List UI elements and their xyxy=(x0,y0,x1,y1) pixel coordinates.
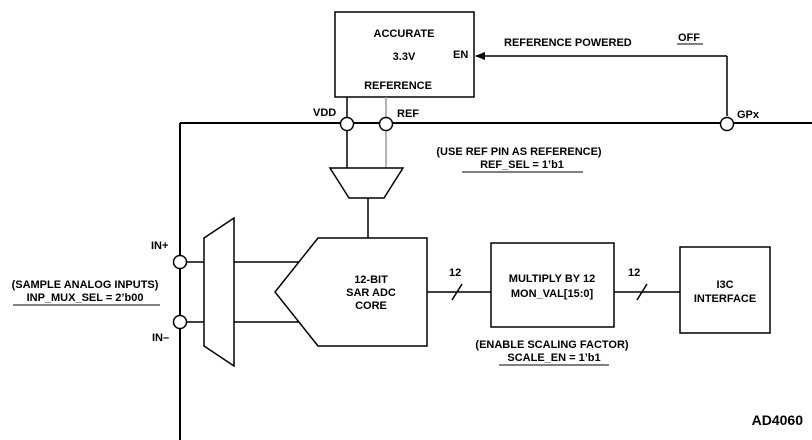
ref-pin xyxy=(378,116,394,132)
reference-line3: REFERENCE xyxy=(364,80,432,92)
reference-powered-label: REFERENCE POWERED xyxy=(504,37,632,49)
chip-outline xyxy=(179,122,812,440)
in-plus-pin xyxy=(172,254,188,270)
multiplier-line1: MULTIPLY BY 12 xyxy=(509,273,595,285)
scale-note: (ENABLE SCALING FACTOR) xyxy=(475,339,629,351)
in-minus-pin xyxy=(172,314,188,330)
bus2-slash xyxy=(636,283,648,301)
reference-line2: 3.3V xyxy=(393,51,416,63)
in-plus-label: IN+ xyxy=(151,240,168,252)
vdd-label: VDD xyxy=(313,107,336,119)
reference-block xyxy=(334,11,475,98)
chip-name: AD4060 xyxy=(752,412,804,428)
adc-line1: 12-BIT xyxy=(354,274,388,286)
adc-line3: CORE xyxy=(355,300,387,312)
i3c-line2: INTERFACE xyxy=(694,293,756,305)
en-pin-label: EN xyxy=(453,49,468,61)
gpx-label: GPx xyxy=(737,109,760,121)
inp-sel-label: INP_MUX_SEL = 2’b00 xyxy=(27,292,144,304)
ref-label: REF xyxy=(397,108,419,120)
vdd-pin xyxy=(339,116,355,132)
reference-state-label: OFF xyxy=(678,32,700,44)
ref-note: (USE REF PIN AS REFERENCE) xyxy=(436,146,602,158)
multiplier-block xyxy=(490,242,615,328)
reference-line1: ACCURATE xyxy=(374,28,435,40)
reference-mux xyxy=(328,167,405,199)
input-mux xyxy=(203,216,235,368)
i3c-interface-block xyxy=(679,246,771,334)
scale-en-label: SCALE_EN = 1’b1 xyxy=(507,352,600,364)
multiplier-line2: MON_VAL[15:0] xyxy=(511,288,594,300)
in-minus-label: IN– xyxy=(152,332,169,344)
i3c-line1: I3C xyxy=(716,279,733,291)
inp-note: (SAMPLE ANALOG INPUTS) xyxy=(12,279,159,291)
ref-sel-label: REF_SEL = 1’b1 xyxy=(480,159,564,171)
bus2-width: 12 xyxy=(628,267,640,279)
bus1-slash xyxy=(451,283,463,301)
enable-control-line xyxy=(475,52,728,116)
gpx-pin xyxy=(719,116,735,132)
adc-line2: SAR ADC xyxy=(346,287,396,299)
bus1-width: 12 xyxy=(449,267,461,279)
